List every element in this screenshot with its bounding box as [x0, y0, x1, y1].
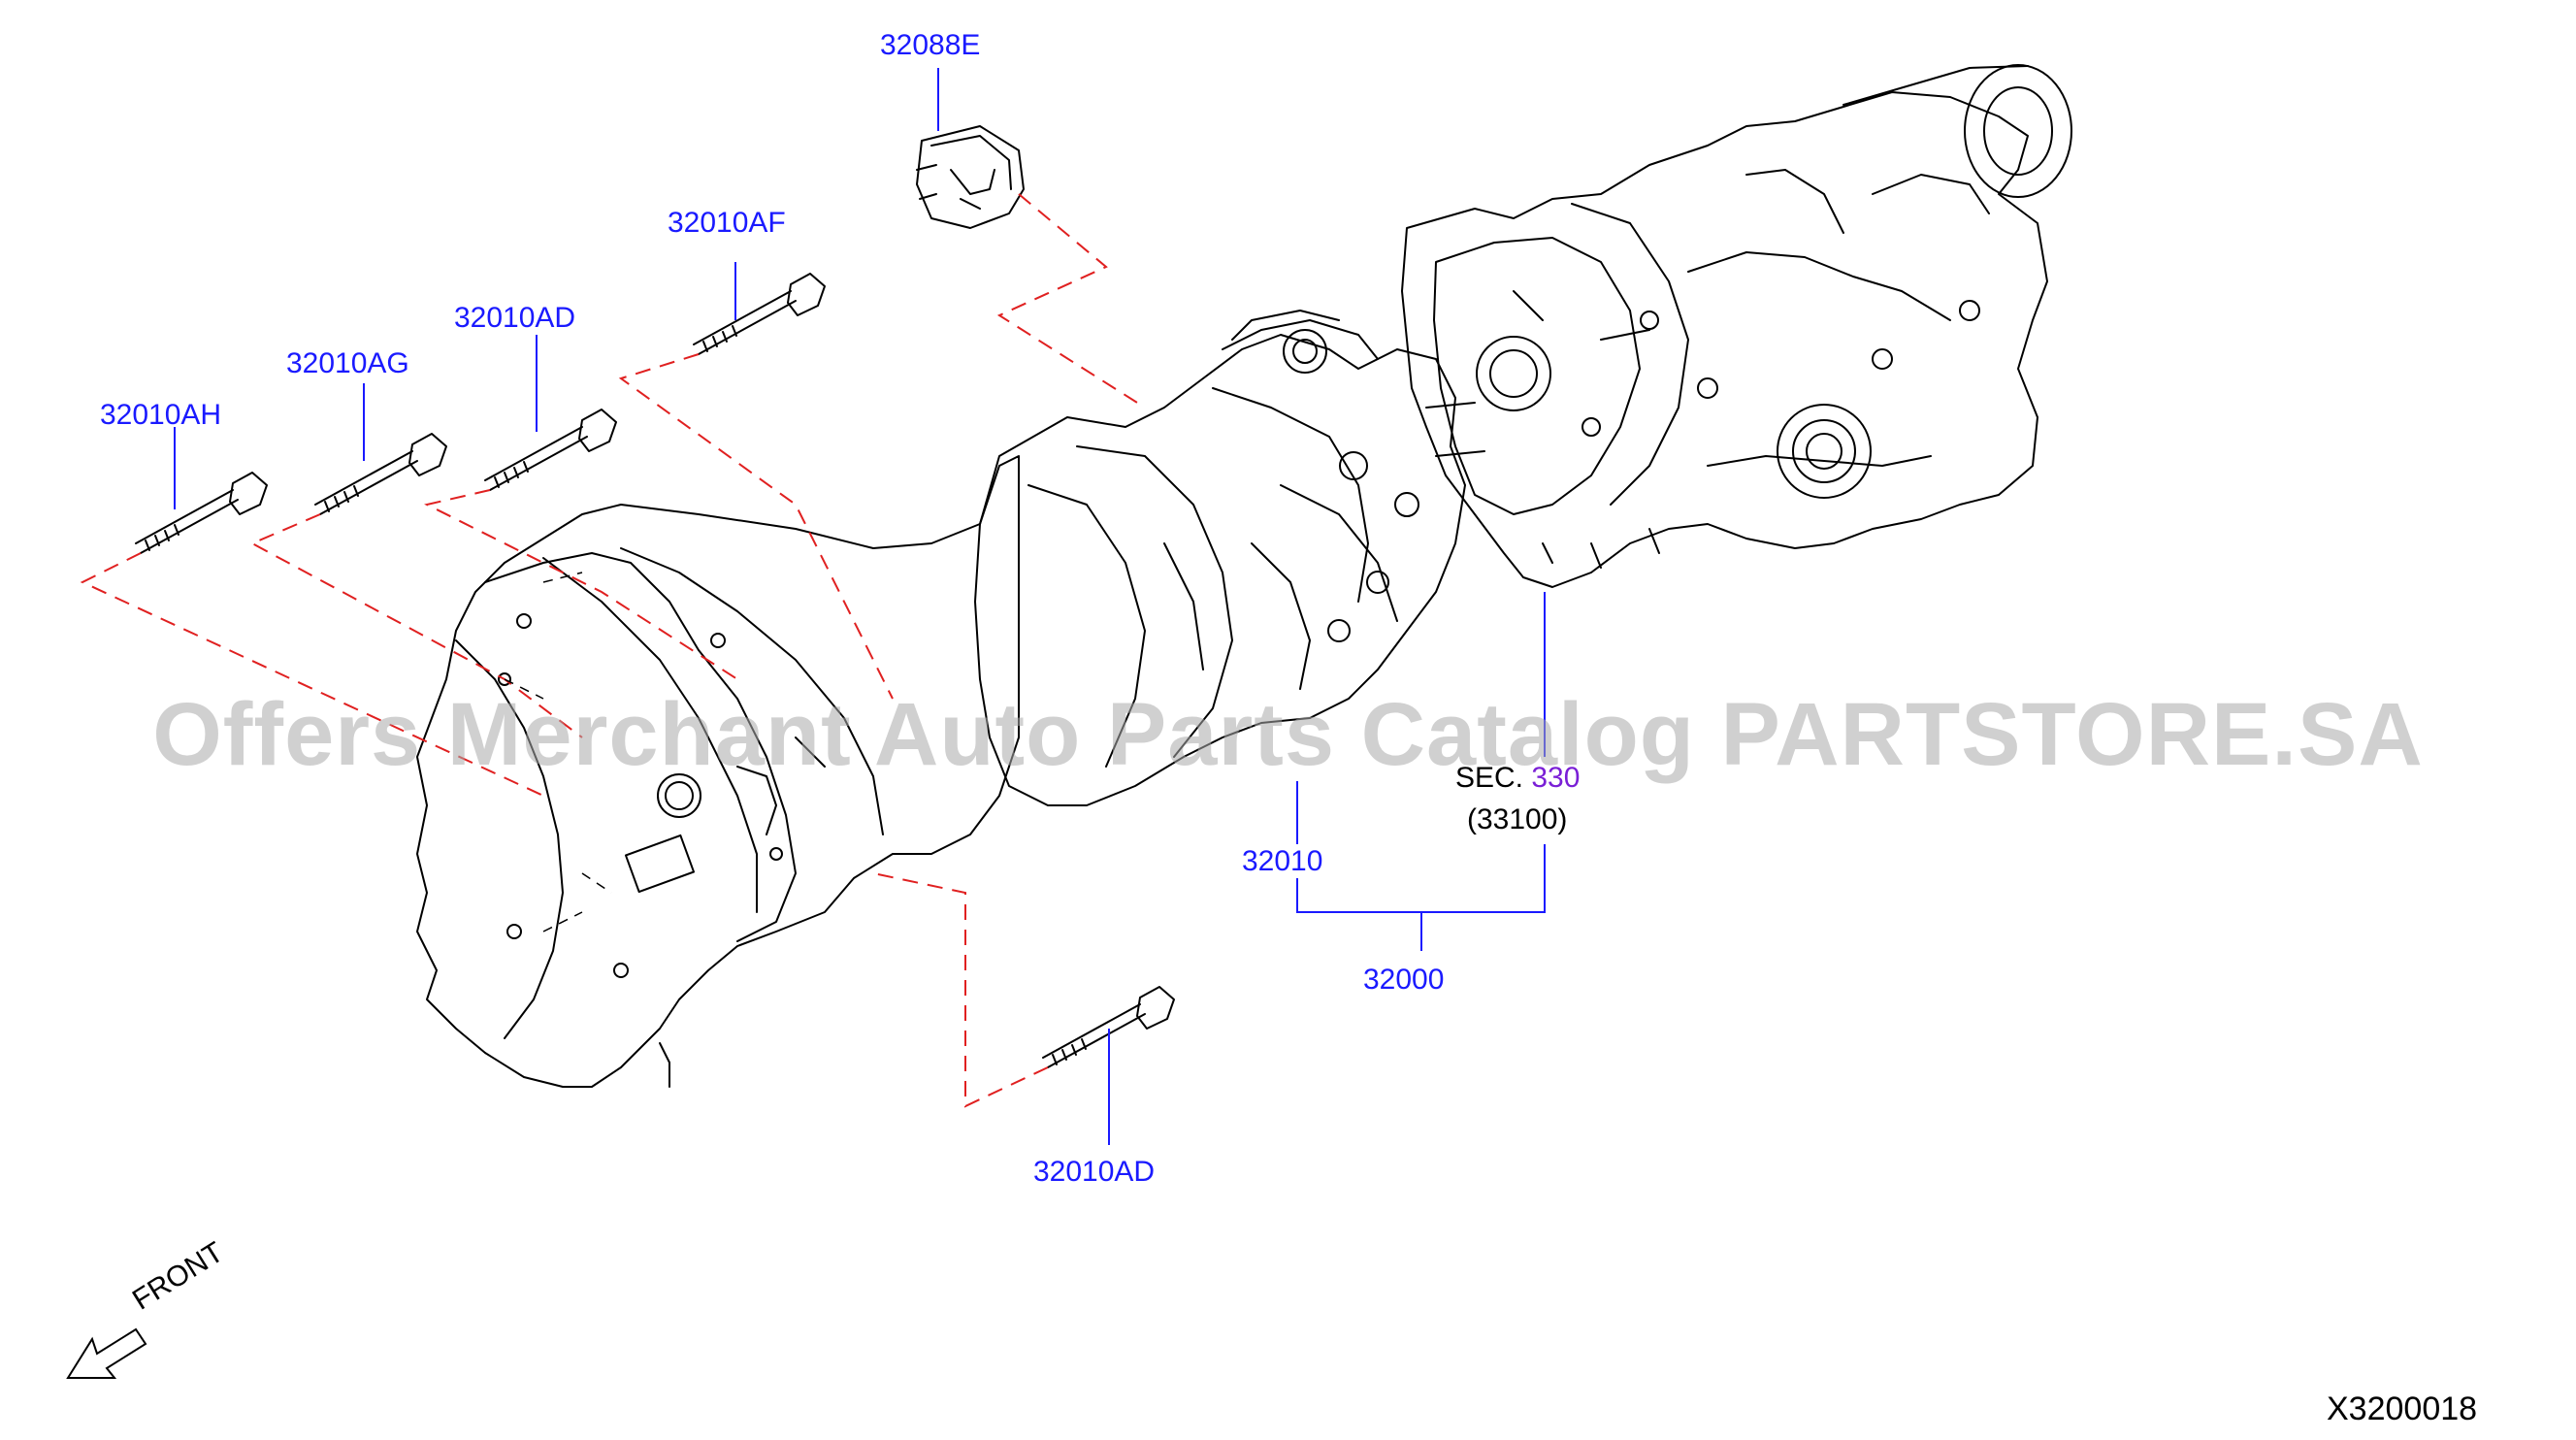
part-label-32000[interactable]: 32000 — [1363, 964, 1445, 996]
transmission-case — [974, 310, 1466, 806]
part-label-32088E[interactable]: 32088E — [880, 29, 981, 61]
bolt-32010AD-top — [484, 409, 617, 491]
part-label-32010AD-top[interactable]: 32010AD — [454, 302, 576, 334]
section-number[interactable]: 330 — [1531, 762, 1581, 794]
mount-insulator — [916, 125, 1025, 229]
transfer-case — [1401, 64, 2072, 588]
bell-housing — [416, 455, 1020, 1088]
part-label-32010AG[interactable]: 32010AG — [286, 347, 409, 379]
bolt-32010AG — [314, 433, 447, 515]
assembly-lines — [80, 193, 1146, 1108]
watermark: Offers Merchant Auto Parts Catalog PARTS… — [152, 685, 2424, 784]
part-label-32010AH[interactable]: 32010AH — [100, 399, 222, 431]
front-arrow-icon — [66, 1327, 147, 1379]
section-sub-reference: (33100) — [1467, 803, 1568, 835]
bolt-32010AD-bottom — [1042, 986, 1175, 1068]
diagram-id: X3200018 — [2327, 1391, 2478, 1427]
part-label-32010AD-bottom[interactable]: 32010AD — [1033, 1156, 1156, 1188]
bolt-32010AF — [693, 273, 826, 355]
section-reference[interactable]: SEC. 330 — [1455, 764, 1580, 793]
bolt-32010AH — [135, 472, 268, 554]
part-label-32010[interactable]: 32010 — [1242, 845, 1323, 877]
section-prefix: SEC. — [1455, 762, 1524, 794]
part-label-32010AF[interactable]: 32010AF — [668, 207, 786, 239]
